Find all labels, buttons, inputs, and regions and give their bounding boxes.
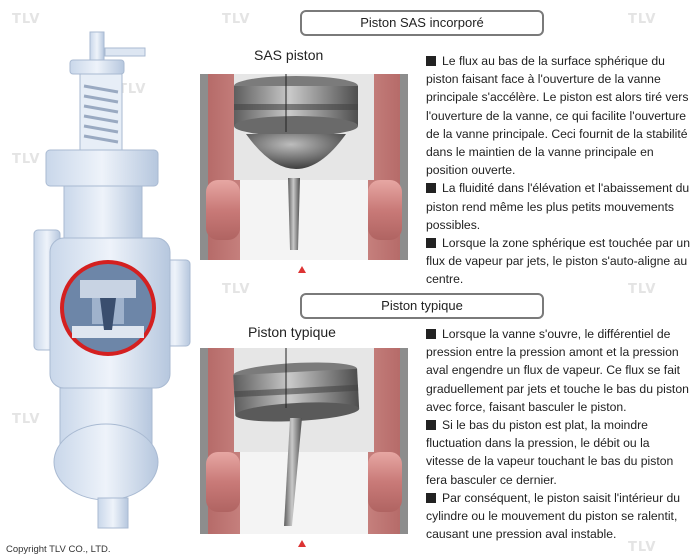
- section2-title: Piston typique: [300, 293, 544, 319]
- flow-arrow: [298, 540, 306, 547]
- paragraph: Par conséquent, le piston saisit l'intér…: [426, 490, 681, 542]
- watermark: TLV: [12, 152, 41, 167]
- watermark: TLV: [628, 540, 657, 555]
- paragraph: La fluidité dans l'élévation et l'abaiss…: [426, 181, 690, 232]
- section1-description: Le flux au bas de la surface sphérique d…: [426, 52, 690, 289]
- paragraph: Lorsque la vanne s'ouvre, le différentie…: [426, 327, 689, 414]
- flow-arrow: [298, 266, 306, 273]
- watermark: TLV: [628, 12, 657, 27]
- watermark: TLV: [118, 82, 147, 97]
- watermark: TLV: [628, 282, 657, 297]
- watermark: TLV: [12, 12, 41, 27]
- bullet-icon: [426, 329, 436, 339]
- bullet-icon: [426, 492, 436, 503]
- watermark: TLV: [12, 412, 41, 427]
- typical-piston-label: Piston typique: [248, 324, 336, 340]
- section2-description: Lorsque la vanne s'ouvre, le différentie…: [426, 325, 690, 543]
- valve-illustration: [33, 31, 191, 529]
- bullet-icon: [426, 56, 436, 66]
- section1-title: Piston SAS incorporé: [300, 10, 544, 36]
- paragraph: Lorsque la zone sphérique est touchée pa…: [426, 236, 690, 287]
- bullet-icon: [426, 420, 436, 431]
- bullet-icon: [426, 238, 436, 249]
- sas-piston-diagram: [200, 74, 408, 260]
- bullet-icon: [426, 183, 436, 194]
- watermark: TLV: [222, 12, 251, 27]
- typical-piston-diagram: [200, 348, 408, 534]
- paragraph: Le flux au bas de la surface sphérique d…: [426, 54, 689, 178]
- sas-piston-label: SAS piston: [254, 47, 324, 63]
- paragraph: Si le bas du piston est plat, la moindre…: [426, 418, 674, 487]
- watermark: TLV: [222, 282, 251, 297]
- copyright-text: Copyright TLV CO., LTD.: [6, 544, 111, 555]
